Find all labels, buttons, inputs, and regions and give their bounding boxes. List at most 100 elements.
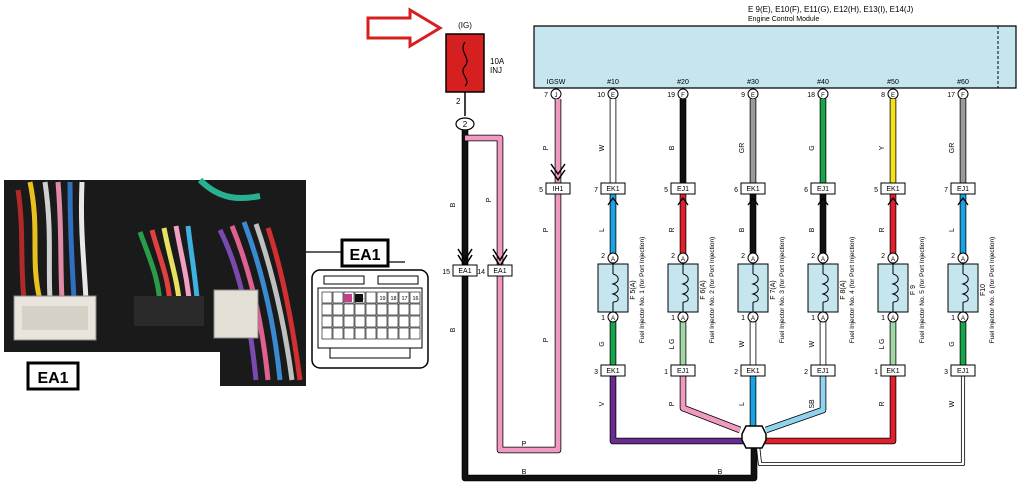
fuse-source-label: (IG): [458, 21, 472, 30]
connector-box: [600, 364, 626, 377]
wire-arrow: [607, 196, 619, 206]
photo-label-ea1-top-text: EA1: [349, 247, 380, 264]
connector-box: [950, 182, 976, 195]
injector-pin-number: 1: [951, 315, 955, 322]
ecm-pin-letter: E: [611, 93, 615, 99]
injector-id: F10: [980, 284, 987, 296]
connector-name: IH1: [553, 186, 564, 193]
injector-pin-number: 1: [671, 315, 675, 322]
injector-description: Fuel Injector No. 6 (for Port Injection): [989, 237, 996, 344]
ecm-pin-label: #10: [607, 79, 619, 86]
connector-cell: [365, 327, 377, 340]
wire-color-code: B: [718, 469, 723, 476]
wire-arrow: [677, 196, 689, 206]
injector-description: Fuel Injector No. 2 (for Port Injection): [709, 237, 716, 344]
connector-pin-number: 3: [944, 369, 948, 376]
connector-pin-number: 5: [664, 187, 668, 194]
wire-color-code: P: [522, 441, 527, 448]
fuse-inj: (IG) 10A INJ 2 2: [445, 21, 505, 131]
connector-pin-number: 3: [594, 369, 598, 376]
connector-box: [600, 182, 626, 195]
ecm-pin-label: #20: [677, 79, 689, 86]
ecm-pin-label: #30: [747, 79, 759, 86]
ecm-pin-label: #40: [817, 79, 829, 86]
connector-cell-label: 19: [379, 296, 385, 302]
injector-pin-number: 1: [741, 315, 745, 322]
wire: [756, 376, 965, 466]
connector-name: EA1: [458, 268, 471, 275]
connector-cell: [398, 303, 410, 316]
connector-box: [670, 364, 696, 377]
injector-terminal-letter: A: [821, 316, 825, 322]
connector-cell: [332, 303, 344, 316]
wire-color-code: R: [879, 401, 886, 406]
injector-id: F 8(A): [840, 280, 847, 299]
ecm-pin-number: 8: [881, 92, 885, 99]
coil-icon: [821, 273, 829, 303]
connector-name: EK1: [606, 186, 619, 193]
fuse-name: INJ: [490, 66, 502, 75]
injector-terminal-letter: A: [891, 257, 895, 263]
connector-name: EJ1: [817, 368, 829, 375]
connector-pin-number: 7: [944, 187, 948, 194]
wire-arrow: [887, 196, 899, 206]
connector-cell: [387, 291, 399, 304]
wire-outline: [762, 376, 897, 445]
wire-color-code: GR: [739, 143, 746, 154]
ecm-pin-number: 19: [667, 92, 675, 99]
fuse-pin-label: 2: [456, 97, 461, 106]
connector-name: EJ1: [817, 186, 829, 193]
ecm-subtitle: Engine Control Module: [748, 16, 819, 23]
injector-terminal-letter: A: [891, 316, 895, 322]
injector-pin-number: 1: [601, 315, 605, 322]
wire-color-code: L: [599, 228, 606, 232]
injector-terminal-letter: A: [681, 316, 685, 322]
connector-box: [670, 182, 696, 195]
photo-label-ea1-bottom: EA1: [26, 361, 80, 391]
ecm-pin-number: 10: [597, 92, 605, 99]
wire-color-code: P: [669, 401, 676, 406]
injector-pin-number: 1: [881, 315, 885, 322]
wire: [680, 376, 741, 433]
wire-color-code: G: [949, 341, 956, 346]
wire-color-code: B: [450, 202, 457, 207]
injector-description: Fuel Injector No. 1 (for Port Injection): [639, 237, 646, 344]
wire-color-code: SB: [809, 399, 816, 409]
coil-icon: [611, 273, 619, 303]
injector-terminal: [677, 252, 689, 264]
fuse-rating: 10A: [490, 57, 505, 66]
ecm-title: E 9(E), E10(F), E11(G), E12(H), E13(I), …: [748, 5, 914, 14]
connector-cell: [321, 291, 333, 304]
injector-pin-number: 2: [951, 253, 955, 260]
injector-terminal-letter: A: [961, 316, 965, 322]
injector-terminal: [957, 252, 969, 264]
connector-name: EA1: [493, 268, 506, 275]
injector-terminal-letter: A: [611, 316, 615, 322]
connector-cell: [409, 327, 421, 340]
connector-box: [740, 182, 766, 195]
connector-cell: [321, 315, 333, 328]
wire-outline: [679, 376, 742, 434]
wire: [762, 376, 896, 444]
coil-icon: [751, 273, 759, 303]
injector-pin-number: 2: [601, 253, 605, 260]
injector-pin-number: 2: [811, 253, 815, 260]
wire: [610, 376, 748, 444]
injector-description: Fuel Injector No. 4 (for Port Injection): [849, 237, 856, 344]
connector-cell: [332, 291, 344, 304]
wire-color-code: B: [809, 227, 816, 232]
wire-color-code: W: [739, 340, 746, 347]
wire-arrow: [747, 196, 759, 206]
coil-icon: [681, 273, 689, 303]
injector-terminal: [747, 252, 759, 264]
connector-box: [880, 182, 906, 195]
wire-color-code: L: [739, 402, 746, 406]
connector-name: EJ1: [677, 186, 689, 193]
wire-color-code: R: [669, 227, 676, 232]
connector-name: EK1: [886, 368, 899, 375]
wire-color-code: W: [809, 340, 816, 347]
